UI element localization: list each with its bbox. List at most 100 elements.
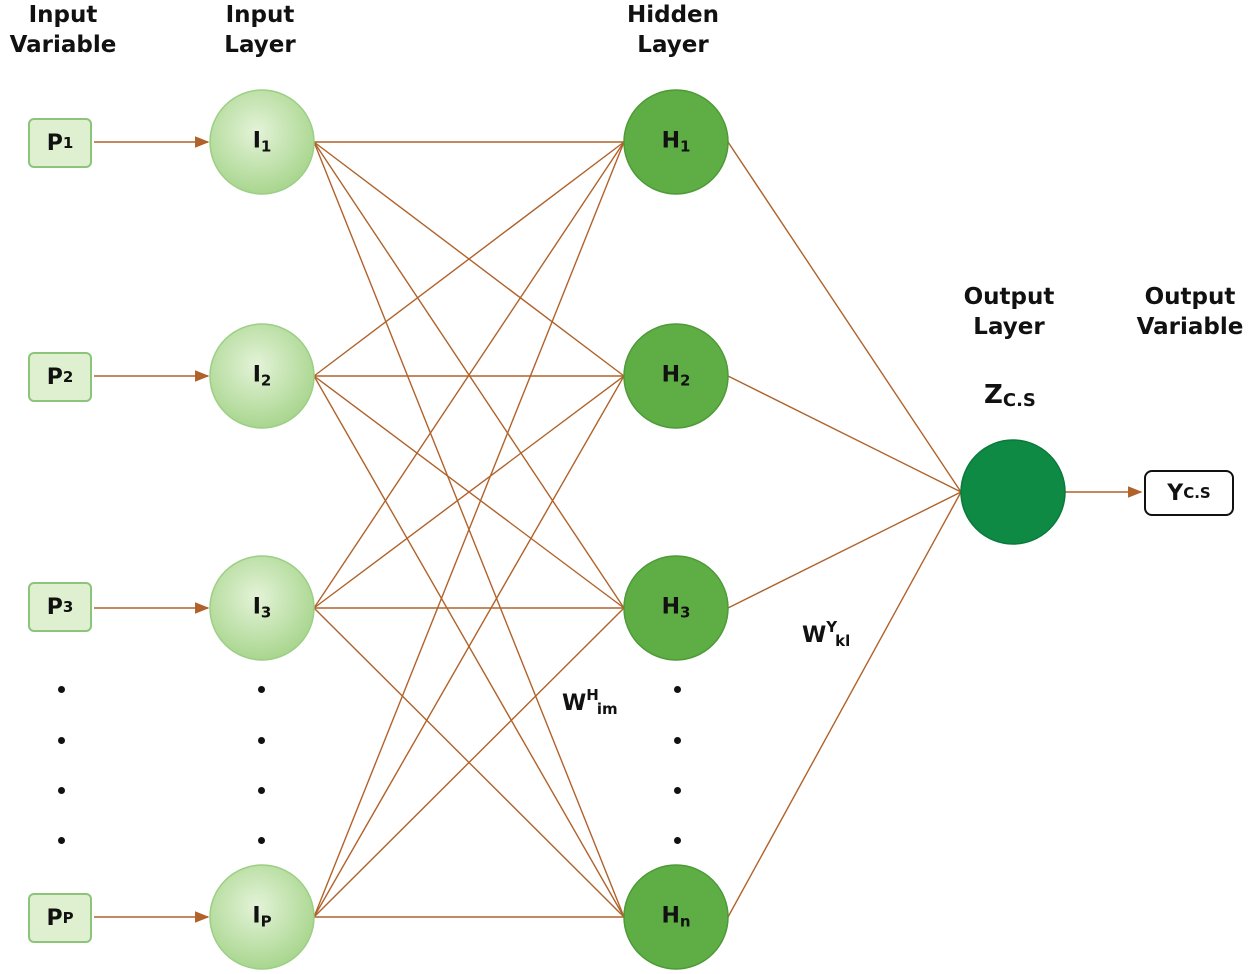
hidden-output-edge [727,491,962,609]
input-variable-base: P [46,130,63,156]
hidden-node-base: H [661,903,680,929]
header-output-variable-line1: Output [1144,284,1236,310]
input-node-label: IP [252,904,271,931]
hidden-node-subscript: 3 [679,603,691,622]
header-output-layer-line2: Layer [973,314,1045,340]
hidden-node [623,323,729,429]
ellipsis-dot [258,787,265,794]
header-output-variable-line2: Variable [1136,314,1244,340]
output-node-subscript: C.S [1002,390,1036,411]
header-hidden-layer-line1: Hidden [626,2,720,28]
output-variable-subscript: C.S [1183,484,1211,502]
input-node [209,323,315,429]
input-hidden-edge [313,141,625,918]
hidden-output-edge [727,141,962,493]
hidden-node-subscript: 2 [679,371,691,390]
connection-edges [313,141,962,918]
header-input-variable: Input Variable [0,0,126,60]
hidden-node-label: H1 [662,129,691,156]
input-variable-base: P [46,594,63,620]
header-output-variable: Output Variable [1128,282,1252,342]
ellipsis-dot [258,737,265,744]
hidden-weight-label: WHim [562,686,618,718]
ellipsis-dot [58,686,65,693]
input-node-subscript: P [260,912,272,931]
input-node [209,864,315,970]
header-input-layer-line2: Layer [224,32,296,58]
input-node [209,555,315,661]
hidden-node-subscript: n [679,912,691,931]
input-node-subscript: 2 [260,371,272,390]
ellipsis-dot [258,837,265,844]
input-node-subscript: 3 [260,603,272,622]
input-node-label: I2 [253,363,272,390]
input-node-base: I [252,128,261,154]
ellipsis-dot [674,837,681,844]
header-input-variable-line1: Input [28,2,98,28]
input-hidden-edge [313,375,625,918]
input-node-label: I1 [253,129,272,156]
input-variable-subscript: 2 [62,368,74,386]
input-node [209,89,315,195]
header-input-layer-line1: Input [225,2,295,28]
input-hidden-edge [313,141,625,609]
header-output-layer-line1: Output [963,284,1055,310]
hidden-node-label: Hn [661,904,690,931]
output-weight-superscript: Y [826,618,838,636]
output-variable-base: Y [1167,480,1184,506]
output-node-label: ZC.S [984,380,1036,411]
ellipsis-dot [674,787,681,794]
hidden-weight-base: W [562,691,587,716]
header-output-layer: Output Layer [948,282,1070,342]
input-node-base: I [252,594,261,620]
hidden-node [623,555,729,661]
hidden-output-edge [727,491,962,918]
hidden-node-label: H2 [662,363,691,390]
hidden-node-label: H3 [662,595,691,622]
output-weight-subscript: kl [835,632,851,650]
hidden-weight-subscript: im [596,700,618,718]
input-variable-base: P [46,905,63,931]
input-hidden-edge [313,607,625,918]
ellipsis-dot [58,787,65,794]
input-node-base: I [252,903,261,929]
output-weight-base: W [802,623,827,648]
hidden-weight-superscript: H [586,686,599,704]
input-node-subscript: 1 [260,137,272,156]
hidden-node [623,864,729,970]
hidden-node-base: H [661,594,680,620]
input-variable-subscript: P [62,909,74,927]
ellipsis-dot [674,737,681,744]
input-hidden-edge [313,375,625,609]
network-nodes [209,89,1066,970]
hidden-output-edge [727,375,962,493]
input-node-base: I [252,362,261,388]
input-node-label: I3 [253,595,272,622]
input-variable-base: P [46,364,63,390]
header-input-layer: Input Layer [204,0,316,60]
output-weight-label: WYkl [802,618,850,650]
input-variable-subscript: 1 [62,134,74,152]
ellipsis-dot [58,737,65,744]
input-arrows [94,136,1143,923]
ellipsis-dot [258,686,265,693]
header-input-variable-line2: Variable [9,32,117,58]
ellipsis-dot [674,686,681,693]
hidden-node [623,89,729,195]
header-hidden-layer: Hidden Layer [612,0,734,60]
header-hidden-layer-line2: Layer [637,32,709,58]
input-hidden-edge [313,141,625,377]
output-node-base: Z [984,380,1003,410]
hidden-node-subscript: 1 [679,137,691,156]
output-node [960,439,1066,545]
input-variable-subscript: 3 [62,598,74,616]
hidden-node-base: H [661,128,680,154]
hidden-node-base: H [661,362,680,388]
